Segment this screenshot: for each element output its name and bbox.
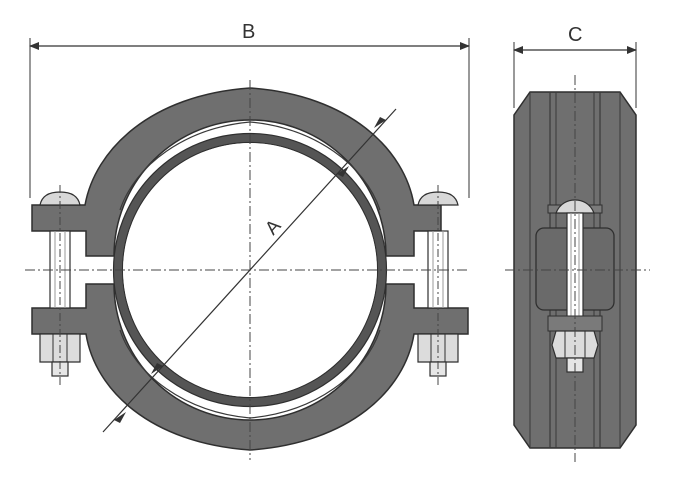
dimension-c: C	[513, 24, 637, 108]
dimension-b: B	[29, 21, 470, 198]
hex-nut-icon	[551, 330, 599, 359]
dimension-c-label: C	[568, 24, 582, 46]
dimension-b-label: B	[242, 21, 255, 43]
side-view: C	[505, 24, 650, 462]
dimension-a-line	[102, 108, 397, 433]
front-view: A B	[25, 21, 470, 460]
